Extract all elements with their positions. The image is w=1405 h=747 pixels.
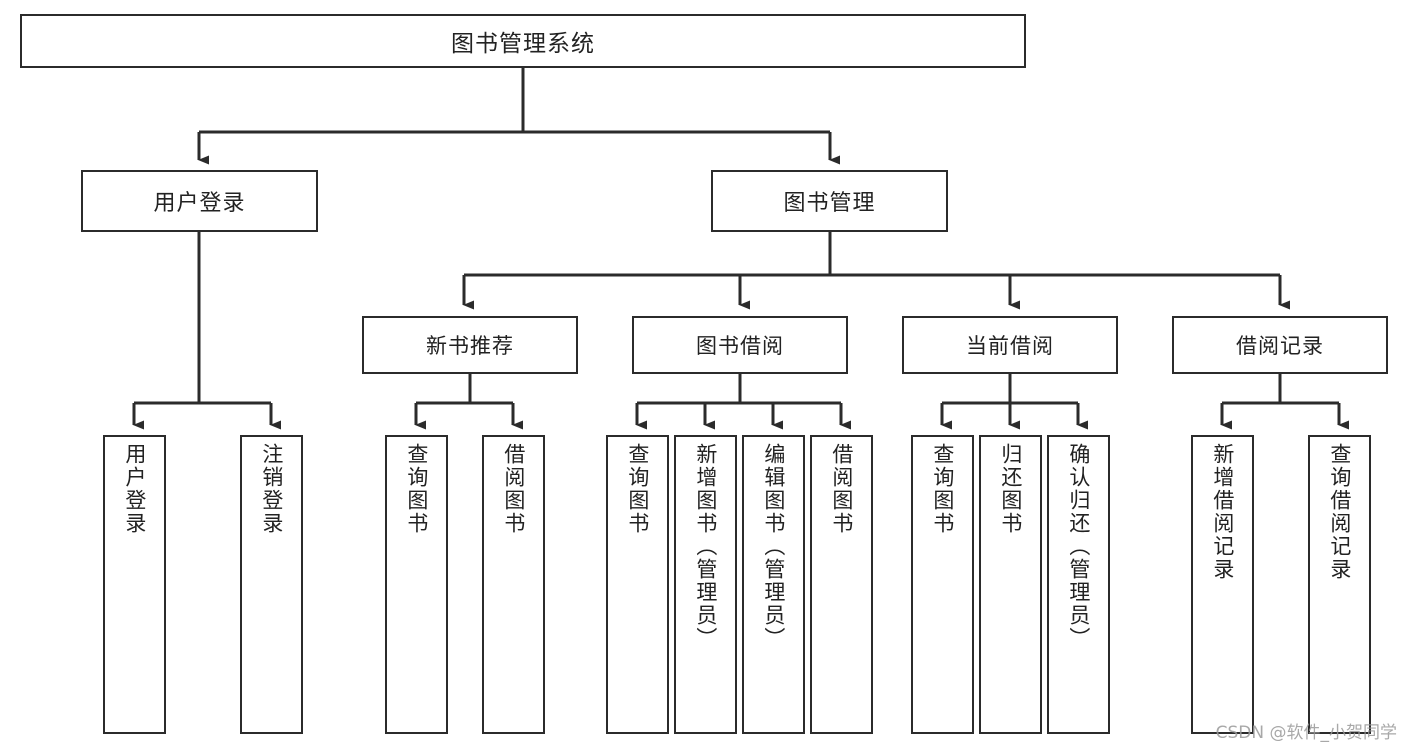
node-leaf-query-book-1[interactable]: 查询图书 xyxy=(385,435,448,734)
node-leaf-confirm-return-admin-label: 确认归还（管理员） xyxy=(1066,443,1091,650)
node-book-borrow-label: 图书借阅 xyxy=(696,334,784,358)
node-borrow-record[interactable]: 借阅记录 xyxy=(1172,316,1388,374)
node-new-book-recommend-label: 新书推荐 xyxy=(426,334,514,358)
leaf-borrow-book-1-inner: 借阅图书 xyxy=(484,443,543,535)
node-borrow-record-label: 借阅记录 xyxy=(1236,334,1324,358)
node-leaf-query-book-3-label: 查询图书 xyxy=(930,443,955,535)
leaf-query-book-3-inner: 查询图书 xyxy=(913,443,972,535)
node-leaf-edit-book-admin-label: 编辑图书（管理员） xyxy=(761,443,786,650)
leaf-logout-login-inner: 注销登录 xyxy=(242,443,301,535)
leaf-edit-book-admin-inner: 编辑图书（管理员） xyxy=(744,443,803,650)
leaf-query-book-1-inner: 查询图书 xyxy=(387,443,446,535)
node-root-label: 图书管理系统 xyxy=(451,31,595,57)
leaf-return-book-inner: 归还图书 xyxy=(981,443,1040,535)
leaf-query-borrow-record-inner: 查询借阅记录 xyxy=(1310,443,1369,581)
node-leaf-confirm-return-admin[interactable]: 确认归还（管理员） xyxy=(1047,435,1110,734)
node-user-login-label: 用户登录 xyxy=(153,191,246,216)
node-leaf-return-book-label: 归还图书 xyxy=(998,443,1023,535)
node-new-book-recommend[interactable]: 新书推荐 xyxy=(362,316,578,374)
node-leaf-add-borrow-record[interactable]: 新增借阅记录 xyxy=(1191,435,1254,734)
node-leaf-query-borrow-record-label: 查询借阅记录 xyxy=(1327,443,1352,581)
leaf-borrow-book-2-inner: 借阅图书 xyxy=(812,443,871,535)
node-book-manage-label: 图书管理 xyxy=(783,191,876,216)
node-leaf-return-book[interactable]: 归还图书 xyxy=(979,435,1042,734)
leaf-confirm-return-admin-inner: 确认归还（管理员） xyxy=(1049,443,1108,650)
node-leaf-query-book-3[interactable]: 查询图书 xyxy=(911,435,974,734)
csdn-watermark: CSDN @软件_小贺同学 xyxy=(1215,723,1397,743)
node-leaf-add-borrow-record-label: 新增借阅记录 xyxy=(1210,443,1235,581)
leaf-query-book-2-inner: 查询图书 xyxy=(608,443,667,535)
node-leaf-user-login[interactable]: 用户登录 xyxy=(103,435,166,734)
node-leaf-edit-book-admin[interactable]: 编辑图书（管理员） xyxy=(742,435,805,734)
node-leaf-add-book-admin[interactable]: 新增图书（管理员） xyxy=(674,435,737,734)
leaf-add-borrow-record-inner: 新增借阅记录 xyxy=(1193,443,1252,581)
node-leaf-logout-login-label: 注销登录 xyxy=(259,443,284,535)
node-book-manage[interactable]: 图书管理 xyxy=(711,170,948,232)
leaf-user-login-inner: 用户登录 xyxy=(105,443,164,535)
node-leaf-borrow-book-2[interactable]: 借阅图书 xyxy=(810,435,873,734)
node-book-borrow[interactable]: 图书借阅 xyxy=(632,316,848,374)
node-current-borrow[interactable]: 当前借阅 xyxy=(902,316,1118,374)
node-leaf-query-borrow-record[interactable]: 查询借阅记录 xyxy=(1308,435,1371,734)
node-leaf-user-login-label: 用户登录 xyxy=(122,443,147,535)
node-leaf-borrow-book-1[interactable]: 借阅图书 xyxy=(482,435,545,734)
node-leaf-add-book-admin-label: 新增图书（管理员） xyxy=(693,443,718,650)
node-current-borrow-label: 当前借阅 xyxy=(966,334,1054,358)
node-leaf-query-book-1-label: 查询图书 xyxy=(404,443,429,535)
node-leaf-borrow-book-1-label: 借阅图书 xyxy=(501,443,526,535)
node-leaf-logout-login[interactable]: 注销登录 xyxy=(240,435,303,734)
node-leaf-query-book-2[interactable]: 查询图书 xyxy=(606,435,669,734)
node-user-login[interactable]: 用户登录 xyxy=(81,170,318,232)
node-root[interactable]: 图书管理系统 xyxy=(20,14,1026,68)
node-leaf-query-book-2-label: 查询图书 xyxy=(625,443,650,535)
leaf-add-book-admin-inner: 新增图书（管理员） xyxy=(676,443,735,650)
node-leaf-borrow-book-2-label: 借阅图书 xyxy=(829,443,854,535)
